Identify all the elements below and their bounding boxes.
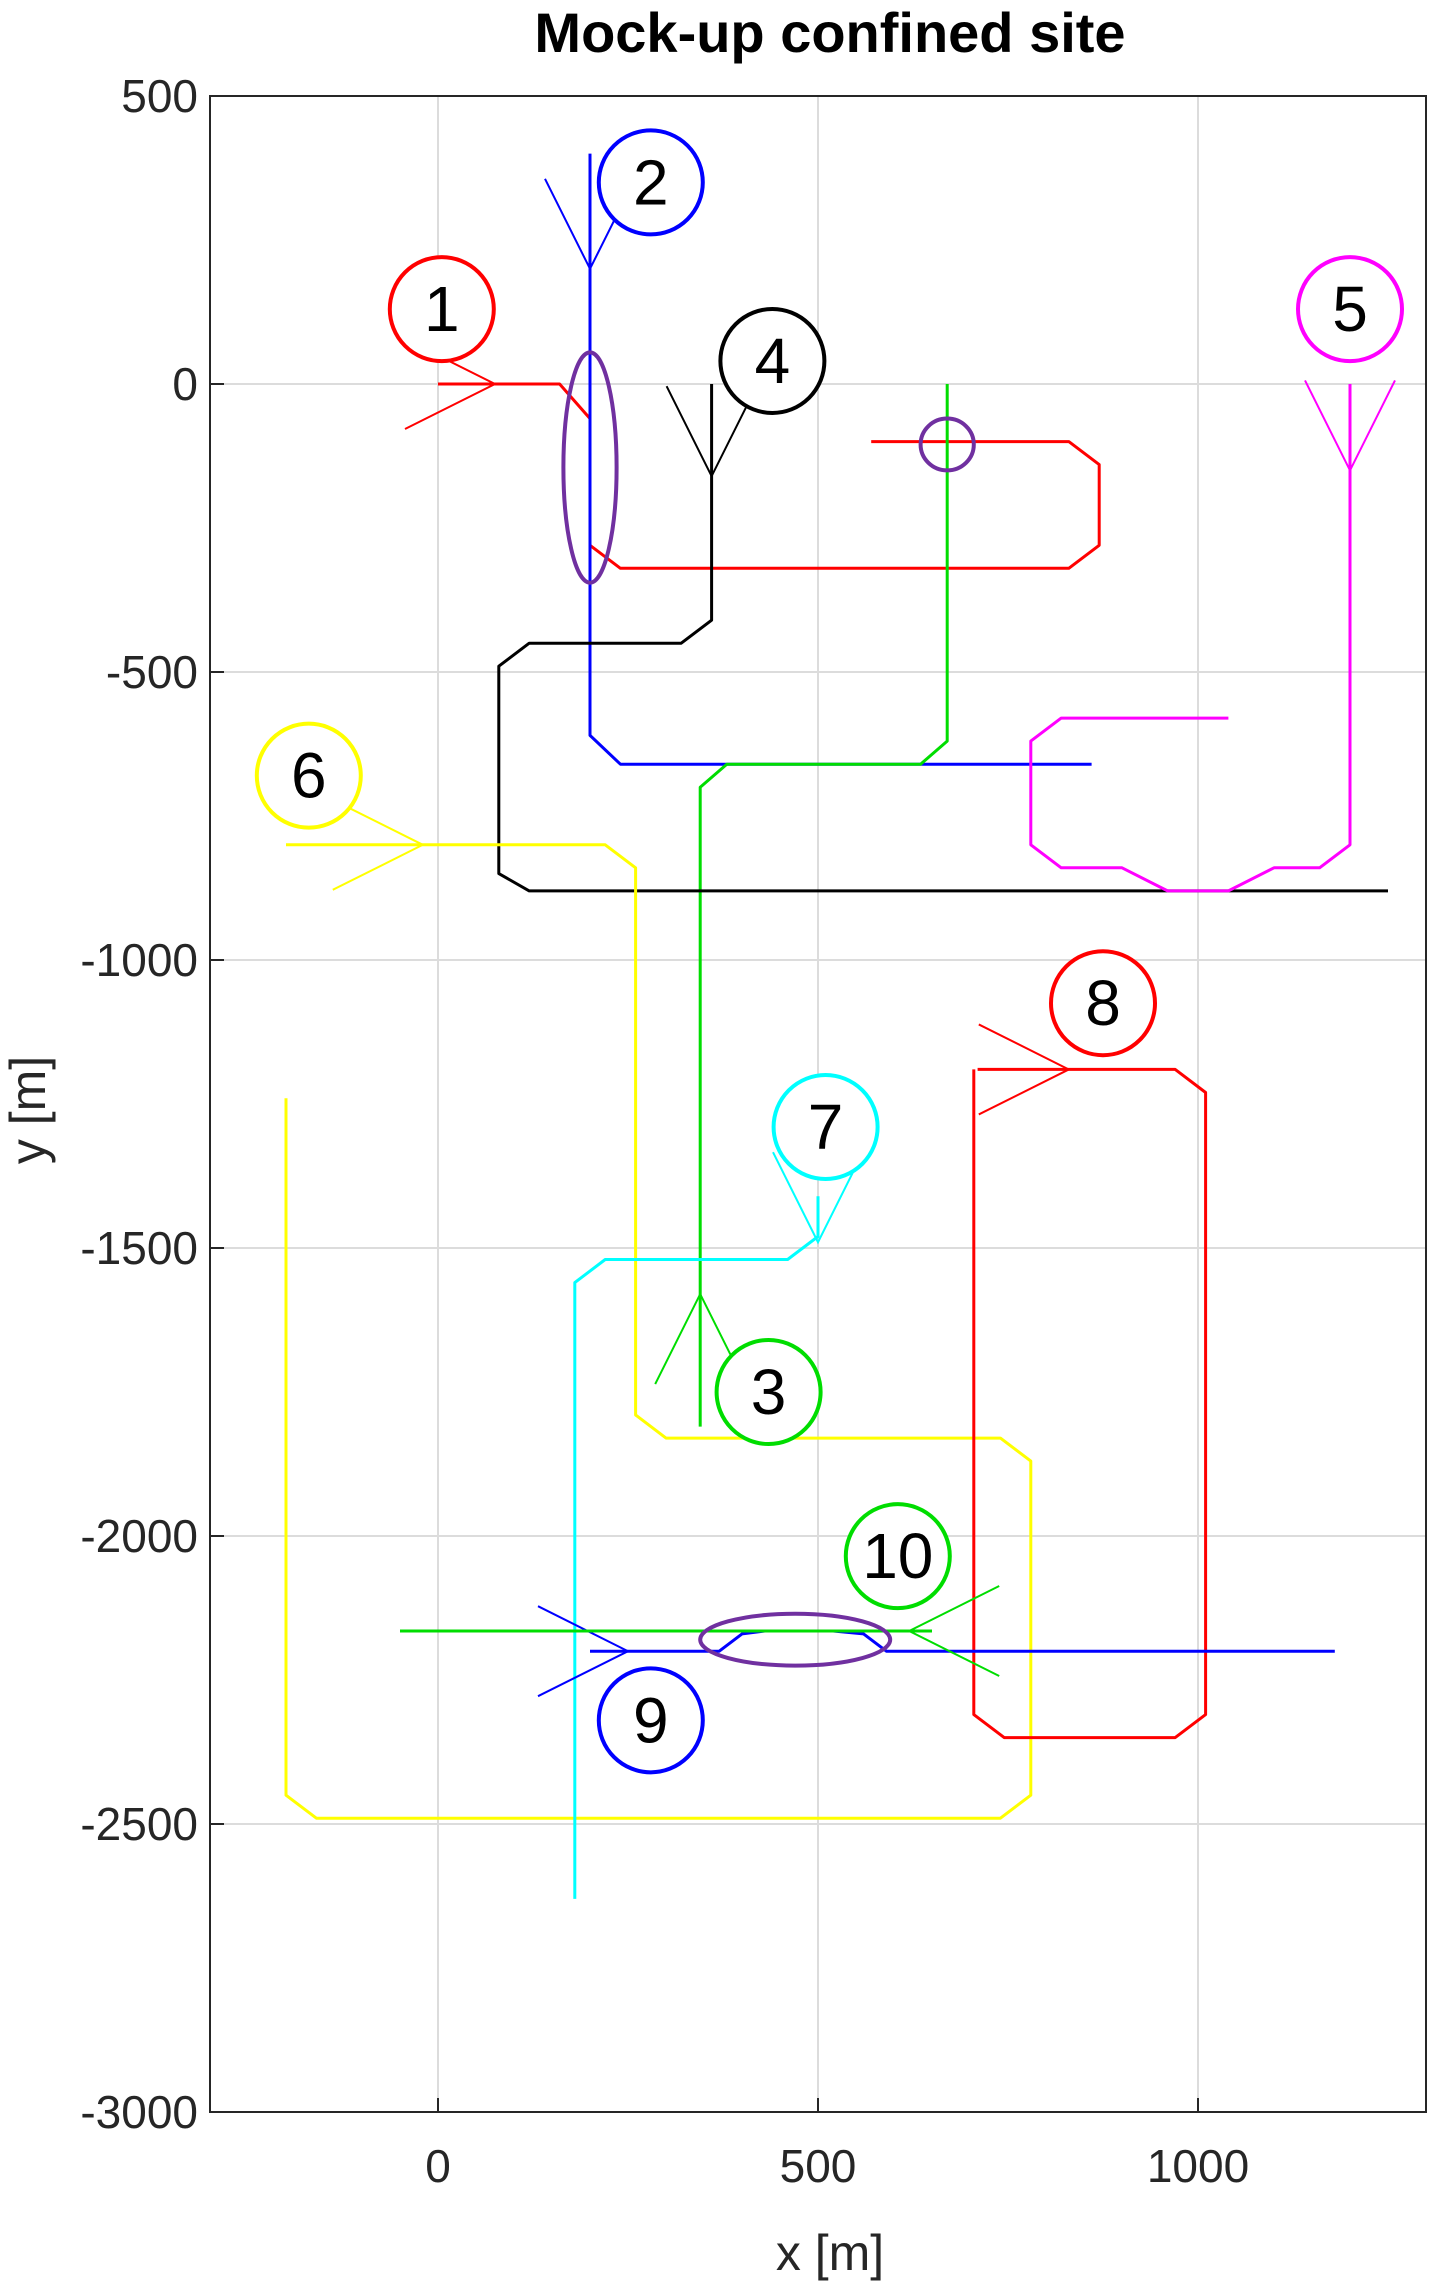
conflict-highlight-1	[561, 350, 619, 585]
y-tick-label: 500	[121, 70, 198, 122]
label-number-4: 4	[755, 325, 791, 397]
label-circle-7	[771, 1073, 880, 1182]
direction-arrow-6	[332, 798, 426, 891]
y-tick-label: -1500	[80, 1222, 198, 1274]
y-tick-label: -1000	[80, 934, 198, 986]
vehicle-labels: 1 2 3 4 5 6 7 8 9 10	[254, 128, 1404, 1775]
series-line-8	[972, 1067, 1208, 1740]
conflict-highlight-2	[918, 416, 976, 473]
label-circle-6	[254, 721, 363, 830]
y-tick-label: -2500	[80, 1798, 198, 1850]
highlight-group	[561, 350, 976, 1668]
label-number-8: 8	[1085, 967, 1121, 1039]
label-circle-4	[718, 306, 827, 415]
label-circle-8	[1049, 949, 1157, 1058]
conflict-highlight-3	[698, 1611, 893, 1668]
direction-arrow-4	[665, 385, 758, 479]
series-group	[284, 153, 1396, 1899]
label-circle-2	[596, 128, 705, 237]
series-line-7	[573, 1196, 820, 1899]
direction-arrow-5	[1304, 379, 1396, 473]
label-number-9: 9	[633, 1684, 669, 1756]
y-tick-label: 0	[172, 358, 198, 410]
direction-arrow-10	[906, 1585, 1000, 1677]
label-number-5: 5	[1332, 273, 1368, 345]
label-number-7: 7	[808, 1091, 844, 1163]
y-axis-label: y [m]	[0, 1056, 56, 1164]
label-circle-5	[1296, 255, 1404, 364]
label-circle-10	[843, 1502, 952, 1611]
y-tick-label: -500	[106, 646, 198, 698]
axis-ticks: 0 500 1000 500 0 -500 -1000 -1500 -2000 -2500 -300…	[80, 70, 1249, 2192]
label-number-6: 6	[291, 740, 327, 812]
y-tick-label: -2000	[80, 1510, 198, 1562]
x-tick-label: 0	[425, 2140, 451, 2192]
x-tick-label: 1000	[1147, 2140, 1249, 2192]
label-number-1: 1	[424, 273, 460, 345]
label-circle-1	[387, 255, 496, 364]
direction-arrow-7	[772, 1151, 864, 1245]
label-circle-3	[714, 1338, 823, 1446]
x-axis-label: x [m]	[776, 2225, 884, 2281]
label-number-2: 2	[633, 146, 669, 218]
x-tick-label: 500	[780, 2140, 857, 2192]
label-number-3: 3	[751, 1356, 787, 1428]
series-line-6	[284, 843, 1033, 1820]
direction-arrow-9	[537, 1605, 631, 1698]
chart-title: Mock-up confined site	[534, 1, 1125, 64]
y-tick-label: -3000	[80, 2086, 198, 2138]
series-line-1	[438, 382, 1101, 570]
series-line-3	[698, 384, 949, 1427]
label-circle-9	[596, 1666, 705, 1775]
series-line-4	[497, 384, 1388, 893]
label-number-10: 10	[862, 1520, 933, 1592]
direction-arrow-8	[978, 1023, 1072, 1116]
series-line-5	[1029, 384, 1352, 893]
